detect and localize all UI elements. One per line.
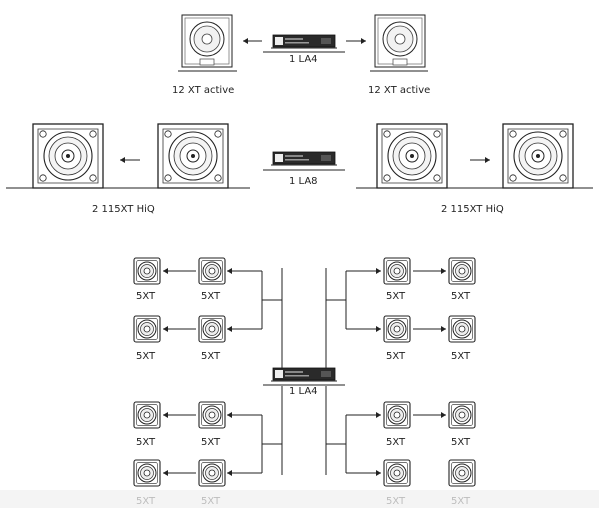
arrow-left-icon bbox=[163, 470, 196, 476]
speaker-5xt-icon bbox=[198, 459, 226, 487]
amplifier-la4-icon bbox=[271, 34, 337, 49]
speaker-5xt-icon bbox=[198, 401, 226, 429]
arrow-left-icon bbox=[227, 268, 262, 274]
arrow-right-icon bbox=[346, 470, 381, 476]
arrow-right-icon bbox=[346, 268, 381, 274]
label-5xt: 5XT bbox=[451, 437, 471, 448]
arrow-left-icon bbox=[163, 412, 196, 418]
label-5xt: 5XT bbox=[136, 291, 156, 302]
label-5xt: 5XT bbox=[201, 437, 221, 448]
arrow-left-icon bbox=[163, 268, 196, 274]
speaker-5xt-icon bbox=[383, 315, 411, 343]
speaker-5xt-icon bbox=[198, 315, 226, 343]
arrow-right-icon bbox=[413, 326, 446, 332]
speaker-5xt-icon bbox=[448, 459, 476, 487]
label-12xt-left: 12 XT active bbox=[172, 85, 235, 96]
speaker-5xt-icon bbox=[133, 401, 161, 429]
arrow-left-icon bbox=[227, 412, 262, 418]
label-amp-top: 1 LA4 bbox=[289, 54, 318, 65]
speaker-5xt-icon bbox=[448, 401, 476, 429]
speaker-115xt-icon bbox=[32, 123, 104, 189]
label-5xt: 5XT bbox=[386, 351, 406, 362]
arrow-left-icon bbox=[243, 38, 262, 44]
arrow-right-icon bbox=[470, 157, 490, 163]
arrow-left-icon bbox=[163, 326, 196, 332]
speaker-5xt-icon bbox=[133, 315, 161, 343]
label-115xt-left: 2 115XT HiQ bbox=[92, 204, 155, 215]
arrow-right-icon bbox=[346, 38, 366, 44]
arrow-right-icon bbox=[413, 412, 446, 418]
speaker-115xt-icon bbox=[376, 123, 448, 189]
arrow-left-icon bbox=[120, 157, 140, 163]
arrow-left-icon bbox=[227, 470, 262, 476]
label-5xt: 5XT bbox=[201, 351, 221, 362]
label-5xt: 5XT bbox=[386, 291, 406, 302]
label-5xt: 5XT bbox=[386, 437, 406, 448]
arrow-right-icon bbox=[413, 268, 446, 274]
bottom-shade bbox=[0, 490, 599, 508]
amplifier-la4-icon bbox=[271, 367, 337, 382]
arrow-right-icon bbox=[346, 412, 381, 418]
speaker-115xt-icon bbox=[157, 123, 229, 189]
label-5xt: 5XT bbox=[201, 291, 221, 302]
arrow-left-icon bbox=[227, 326, 262, 332]
speaker-5xt-icon bbox=[383, 401, 411, 429]
speaker-5xt-icon bbox=[383, 459, 411, 487]
label-5xt: 5XT bbox=[136, 437, 156, 448]
label-amp-bottom: 1 LA4 bbox=[289, 386, 318, 397]
speaker-12xt-icon bbox=[181, 14, 233, 68]
speaker-5xt-icon bbox=[448, 315, 476, 343]
speaker-115xt-icon bbox=[502, 123, 574, 189]
arrow-right-icon bbox=[346, 326, 381, 332]
speaker-5xt-icon bbox=[448, 257, 476, 285]
speaker-5xt-icon bbox=[198, 257, 226, 285]
speaker-5xt-icon bbox=[133, 257, 161, 285]
amplifier-la8-icon bbox=[271, 151, 337, 166]
speaker-12xt-icon bbox=[374, 14, 426, 68]
label-amp-middle: 1 LA8 bbox=[289, 176, 318, 187]
label-5xt: 5XT bbox=[136, 351, 156, 362]
label-5xt: 5XT bbox=[451, 291, 471, 302]
label-12xt-right: 12 XT active bbox=[368, 85, 431, 96]
label-115xt-right: 2 115XT HiQ bbox=[441, 204, 504, 215]
label-5xt: 5XT bbox=[451, 351, 471, 362]
speaker-5xt-icon bbox=[383, 257, 411, 285]
speaker-5xt-icon bbox=[133, 459, 161, 487]
